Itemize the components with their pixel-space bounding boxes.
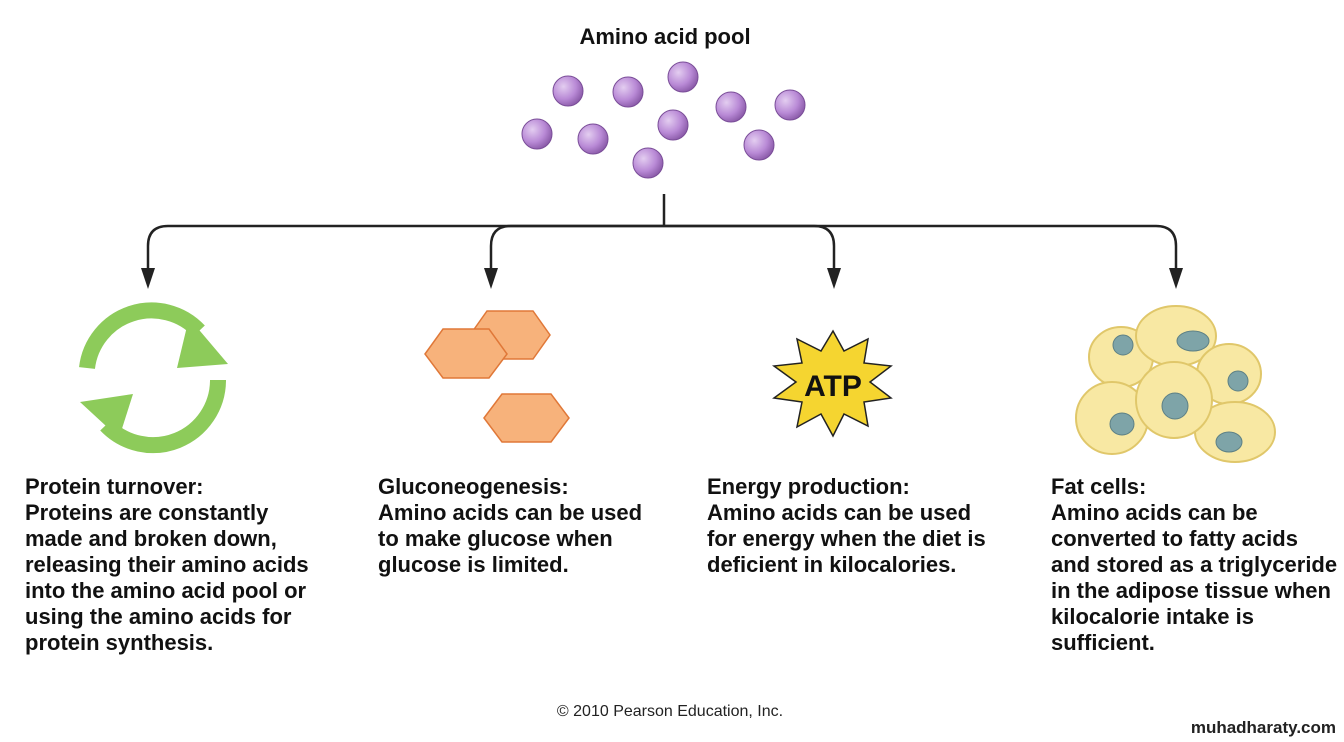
branch-heading: Energy production: xyxy=(707,474,910,499)
arrowhead xyxy=(484,268,498,289)
arrowhead xyxy=(141,268,155,289)
recycle-arrows-icon xyxy=(79,302,227,454)
branch-heading: Protein turnover: xyxy=(25,474,204,499)
branch-description: Proteins are constantly made and broken … xyxy=(25,500,309,655)
energy-production-block: Energy production: Amino acids can be us… xyxy=(707,474,997,578)
glucose-hexagons-icon xyxy=(424,310,570,443)
fat-cells-block: Fat cells: Amino acids can be converted … xyxy=(1051,474,1341,656)
branch-heading: Gluconeogenesis: xyxy=(378,474,569,499)
amino-acid-molecule xyxy=(667,61,699,93)
amino-acid-molecule xyxy=(632,147,664,179)
connector-line xyxy=(664,224,836,270)
branch-description: Amino acids can be converted to fatty ac… xyxy=(1051,500,1338,655)
pool-title: Amino acid pool xyxy=(579,24,751,49)
connector-line xyxy=(146,224,664,270)
atp-label: ATP xyxy=(804,370,862,403)
atp-starburst-icon: ATP xyxy=(771,329,893,438)
gluconeogenesis-block: Gluconeogenesis: Amino acids can be used… xyxy=(378,474,668,578)
copyright-notice: © 2010 Pearson Education, Inc. xyxy=(556,703,784,720)
amino-acid-molecules xyxy=(521,61,806,179)
branch-description: Amino acids can be used for energy when … xyxy=(707,500,986,577)
branch-description: Amino acids can be used to make glucose … xyxy=(378,500,643,577)
connector-tree xyxy=(146,194,1178,270)
fat-cells-icon xyxy=(1075,305,1276,463)
amino-acid-molecule xyxy=(743,129,775,161)
protein-turnover-block: Protein turnover: Proteins are constantl… xyxy=(25,474,325,656)
amino-acid-molecule xyxy=(715,91,747,123)
arrowhead xyxy=(1169,268,1183,289)
recycle-arrowheads xyxy=(80,318,228,438)
amino-acid-molecule xyxy=(552,75,584,107)
arrowheads xyxy=(141,268,1183,289)
arrowhead xyxy=(827,268,841,289)
amino-acid-molecule xyxy=(521,118,553,150)
amino-acid-molecule xyxy=(577,123,609,155)
amino-acid-molecule xyxy=(774,89,806,121)
amino-acid-molecule xyxy=(657,109,689,141)
amino-acid-molecule xyxy=(612,76,644,108)
connector-line xyxy=(489,224,664,270)
site-watermark: muhadharaty.com xyxy=(1190,718,1336,737)
connector-line xyxy=(664,224,1178,270)
branch-heading: Fat cells: xyxy=(1051,474,1147,499)
